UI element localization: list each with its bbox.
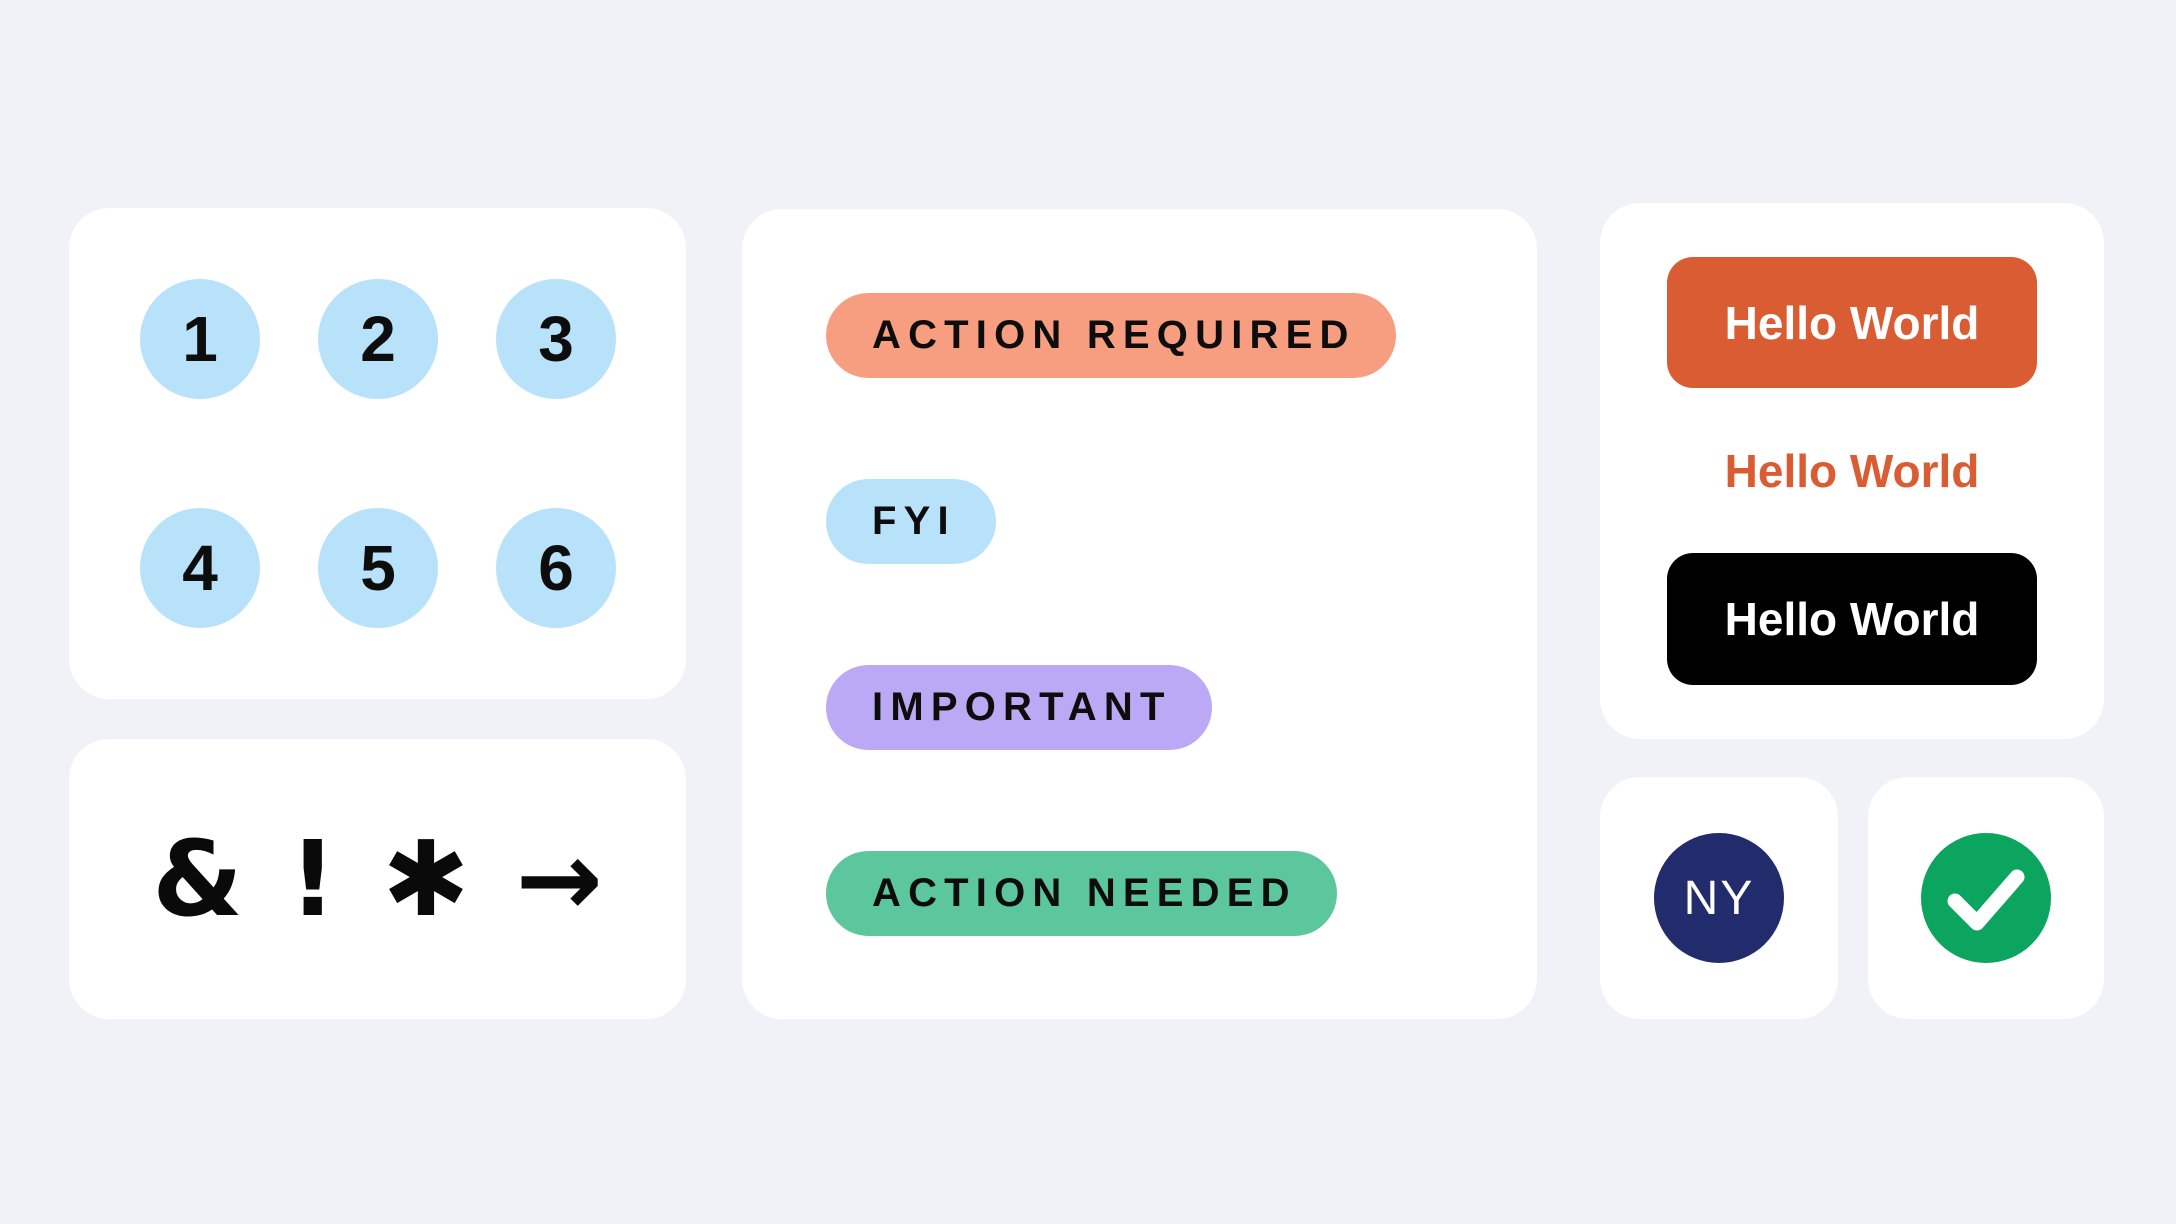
badges-card: ACTION REQUIRED FYI IMPORTANT ACTION NEE…	[742, 209, 1537, 1019]
arrow-right-symbol: →	[515, 818, 603, 940]
badges-column: ACTION REQUIRED FYI IMPORTANT ACTION NEE…	[826, 293, 1396, 936]
badge-fyi: FYI	[826, 479, 996, 564]
number-circle-5: 5	[318, 508, 438, 628]
hello-world-primary-button[interactable]: Hello World	[1667, 257, 2037, 388]
asterisk-symbol: ✱	[382, 818, 470, 940]
avatar-card: NY	[1600, 777, 1838, 1019]
number-circle-2: 2	[318, 279, 438, 399]
status-card	[1868, 777, 2104, 1019]
hello-world-link-text[interactable]: Hello World	[1724, 444, 1980, 497]
numbers-card: 1 2 3 4 5 6	[69, 208, 686, 699]
number-circle-3: 3	[496, 279, 616, 399]
badge-action-required: ACTION REQUIRED	[826, 293, 1396, 378]
symbols-card: & ! ✱ →	[69, 739, 686, 1019]
buttons-card: Hello World Hello World Hello World	[1600, 203, 2104, 739]
exclamation-symbol: !	[288, 818, 337, 940]
avatar: NY	[1654, 833, 1784, 963]
symbols-row: & ! ✱ →	[69, 739, 686, 1019]
ampersand-symbol: &	[152, 818, 243, 940]
number-circle-1: 1	[140, 279, 260, 399]
buttons-column: Hello World Hello World Hello World	[1600, 203, 2104, 739]
number-circle-6: 6	[496, 508, 616, 628]
hello-world-dark-button[interactable]: Hello World	[1667, 553, 2037, 685]
check-icon	[1921, 833, 2051, 963]
numbers-grid: 1 2 3 4 5 6	[140, 279, 616, 628]
badge-important: IMPORTANT	[826, 665, 1212, 750]
number-circle-4: 4	[140, 508, 260, 628]
badge-action-needed: ACTION NEEDED	[826, 851, 1337, 936]
